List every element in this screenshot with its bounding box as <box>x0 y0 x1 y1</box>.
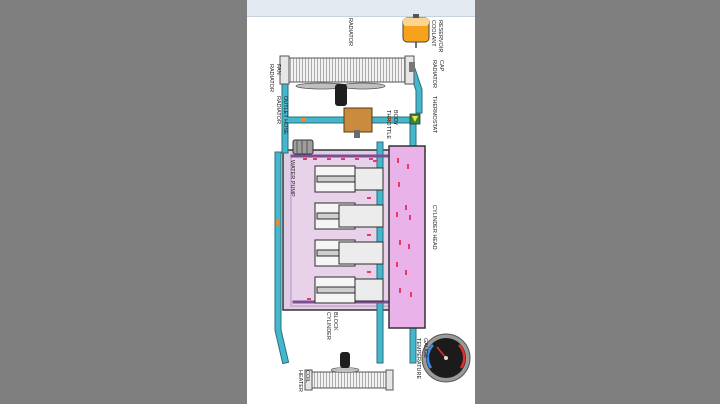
svg-text:BLOCK: BLOCK <box>332 312 338 331</box>
label-cylinder-head: CYLINDER HEAD <box>431 205 437 250</box>
heater-coil-icon <box>304 352 394 391</box>
svg-text:RADIATOR: RADIATOR <box>431 60 437 88</box>
reservoir-icon <box>402 14 430 48</box>
svg-text:BODY: BODY <box>392 110 398 126</box>
label-cylinder-block: CYLINDER BLOCK <box>325 312 338 340</box>
label-thermostat: THERMOSTAT <box>431 96 437 134</box>
svg-text:CYLINDER: CYLINDER <box>325 312 331 340</box>
svg-text:HEATER: HEATER <box>297 370 303 392</box>
piston-icon <box>314 165 384 193</box>
label-temperature-gauge: TEMPERATURE GAUGE <box>415 338 428 379</box>
label-radiator-fan: RADIATOR FAN <box>268 64 281 92</box>
svg-text:COOLANT: COOLANT <box>430 20 436 47</box>
label-throttle-body: THROTTLE BODY <box>385 110 398 139</box>
label-heater-coil: HEATER COIL <box>297 370 310 392</box>
flow-arrows-head <box>396 158 412 297</box>
label-water-pump: WATER PUMP <box>289 160 295 197</box>
svg-text:WATER PUMP: WATER PUMP <box>289 160 295 197</box>
top-strip <box>247 0 475 17</box>
svg-text:COIL: COIL <box>304 370 310 383</box>
svg-text:CYLINDER HEAD: CYLINDER HEAD <box>431 205 437 250</box>
label-radiator-outlet-hose: RADIATOR OUTLET HOSE <box>275 96 288 135</box>
left-letterbox <box>0 0 247 404</box>
label-coolant-reservoir: COOLANT RESERVOIR <box>430 20 443 52</box>
svg-text:THROTTLE: THROTTLE <box>385 110 391 139</box>
svg-text:OUTLET HOSE: OUTLET HOSE <box>282 96 288 135</box>
label-radiator-cap: RADIATOR CAP <box>431 60 444 88</box>
diagram-svg: COOLANT RESERVOIR RADIATOR RADIATOR CAP … <box>268 14 471 392</box>
svg-text:CAP: CAP <box>438 60 444 72</box>
radiator-icon <box>279 55 415 85</box>
water-pump-icon <box>292 139 314 155</box>
flow-arrows-block <box>303 158 377 300</box>
gauge-icon <box>421 333 471 383</box>
svg-text:TEMPERATURE: TEMPERATURE <box>415 338 421 379</box>
radiator-cap <box>409 62 415 72</box>
svg-text:RADIATOR: RADIATOR <box>275 96 281 124</box>
fan-icon <box>295 82 386 106</box>
piston-icon <box>314 239 384 267</box>
cylinder-head <box>388 145 426 329</box>
throttle-body <box>343 107 373 133</box>
piston-icon <box>314 276 384 304</box>
thermostat-icon <box>409 113 421 125</box>
svg-text:THERMOSTAT: THERMOSTAT <box>431 96 437 134</box>
pistons <box>314 165 384 304</box>
piston-icon <box>314 202 384 230</box>
svg-text:GAUGE: GAUGE <box>422 338 428 358</box>
label-radiator: RADIATOR <box>347 18 353 46</box>
svg-text:RADIATOR: RADIATOR <box>268 64 274 92</box>
throttle-body-mount <box>354 130 360 138</box>
svg-text:FAN: FAN <box>275 64 281 75</box>
svg-text:RESERVOIR: RESERVOIR <box>437 20 443 52</box>
svg-text:RADIATOR: RADIATOR <box>347 18 353 46</box>
labels: COOLANT RESERVOIR RADIATOR RADIATOR CAP … <box>268 18 444 392</box>
cooling-system-diagram: COOLANT RESERVOIR RADIATOR RADIATOR CAP … <box>247 0 475 404</box>
right-letterbox <box>475 0 720 404</box>
